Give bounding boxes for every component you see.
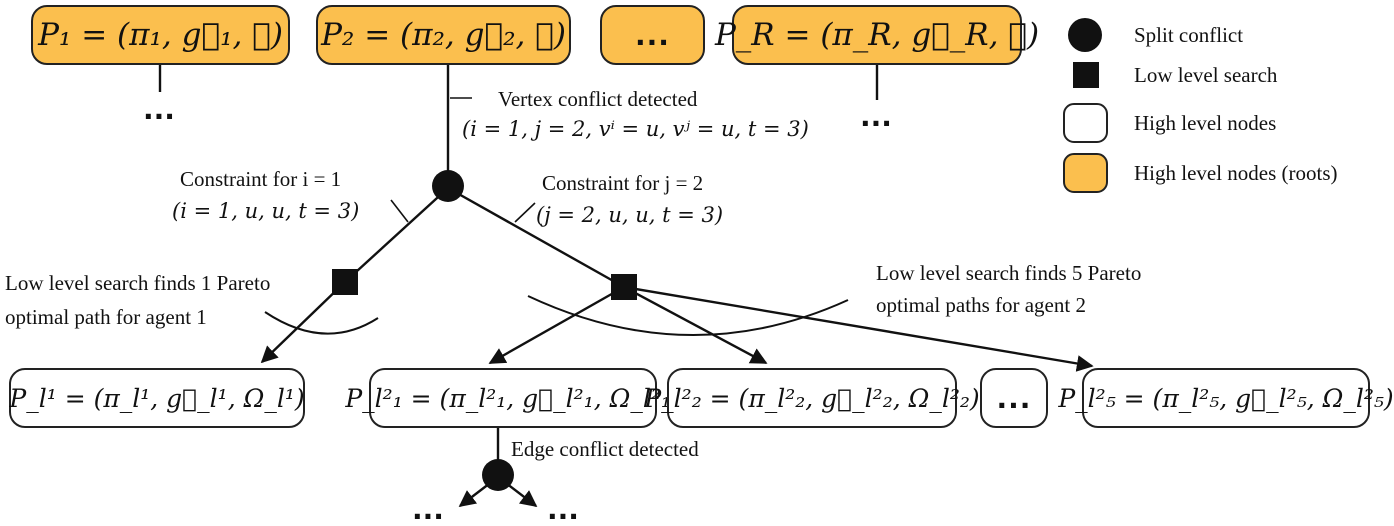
- root-node-pr: P_R = (π_R, g⃗_R, ∅): [715, 5, 1039, 65]
- legend-low-level-search-icon: [1073, 62, 1099, 88]
- ellipsis-under-pr: ...: [860, 100, 892, 133]
- arc-low-level-1: [264, 311, 379, 335]
- root-node-p1: P₁ = (π₁, g⃗₁, ∅): [31, 5, 290, 65]
- edge-ll2-child-l21: [488, 285, 625, 365]
- root-node-pr-label: P_R = (π_R, g⃗_R, ∅): [714, 17, 1040, 53]
- legend-low-level-search-label: Low level search: [1134, 63, 1278, 87]
- legend-root-node-icon: [1063, 153, 1108, 193]
- edge-ll2-child-l22: [623, 285, 768, 365]
- tick-constraint-j: [514, 202, 536, 223]
- child-node-l25-label: P_l²₅ = (π_l²₅, g⃗_l²₅, Ω_l²₅): [1058, 383, 1394, 413]
- root-node-p2-label: P₂ = (π₂, g⃗₂, ∅): [321, 17, 566, 53]
- ellipsis-under-p1: ...: [143, 93, 175, 126]
- diagram-edges: [158, 63, 1094, 508]
- child-node-l1: P_l¹ = (π_l¹, g⃗_l¹, Ω_l¹): [9, 368, 305, 428]
- constraint-j-title: Constraint for j = 2: [542, 171, 704, 195]
- root-node-p2: P₂ = (π₂, g⃗₂, ∅): [316, 5, 571, 65]
- edge-conflict-marker: [482, 459, 514, 491]
- child-node-l22-label: P_l²₂ = (π_l²₂, g⃗_l²₂, Ω_l²₂): [644, 383, 980, 413]
- arc-low-level-2: [527, 295, 849, 337]
- constraint-j-detail: (j = 2, u, u, t = 3): [536, 203, 724, 227]
- legend-root-node-label: High level nodes (roots): [1134, 161, 1338, 185]
- legend-split-conflict-icon: [1068, 18, 1102, 52]
- split-conflict-marker: [432, 170, 464, 202]
- child-node-l22: P_l²₂ = (π_l²₂, g⃗_l²₂, Ω_l²₂): [644, 368, 980, 428]
- child-node-ellipsis-label: ...: [996, 381, 1032, 415]
- ellipsis-bottom-left: ...: [412, 493, 444, 526]
- constraint-i-detail: (i = 1, u, u, t = 3): [172, 199, 360, 223]
- vertex-conflict-title: Vertex conflict detected: [498, 87, 698, 111]
- child-node-l21-label: P_l²₁ = (π_l²₁, g⃗_l²₁, Ω_l²₁): [345, 383, 681, 413]
- child-node-ellipsis: ...: [980, 368, 1048, 428]
- low-level-search-marker-1: [332, 269, 358, 295]
- root-node-ellipsis-label: ...: [635, 18, 670, 52]
- legend-high-level-node-icon: [1063, 103, 1108, 143]
- legend-high-level-node-label: High level nodes: [1134, 111, 1277, 135]
- edge-split-ll1: [344, 187, 449, 283]
- child-node-l1-label: P_l¹ = (π_l¹, g⃗_l¹, Ω_l¹): [9, 383, 305, 413]
- edge-ll1-child-l1: [260, 281, 346, 364]
- child-node-l21: P_l²₁ = (π_l²₁, g⃗_l²₁, Ω_l²₁): [345, 368, 681, 428]
- low-level-2-line1: Low level search finds 5 Pareto: [876, 261, 1142, 285]
- root-node-p1-label: P₁ = (π₁, g⃗₁, ∅): [38, 17, 283, 53]
- root-node-ellipsis: ...: [600, 5, 705, 65]
- vertex-conflict-detail: (i = 1, j = 2, vⁱ = u, vʲ = u, t = 3): [462, 117, 809, 141]
- child-node-l25: P_l²₅ = (π_l²₅, g⃗_l²₅, Ω_l²₅): [1058, 368, 1394, 428]
- edge-ll2-child-l25: [623, 285, 1094, 372]
- low-level-2-line2: optimal paths for agent 2: [876, 293, 1086, 317]
- ellipsis-bottom-right: ...: [547, 493, 579, 526]
- edge-split-ll2: [447, 186, 625, 289]
- cbs-tree-diagram: P₁ = (π₁, g⃗₁, ∅) P₂ = (π₂, g⃗₂, ∅) ... …: [5, 5, 1394, 524]
- constraint-i-title: Constraint for i = 1: [180, 167, 342, 191]
- low-level-search-marker-2: [611, 274, 637, 300]
- low-level-1-line1: Low level search finds 1 Pareto: [5, 271, 271, 295]
- edge-conflict-label: Edge conflict detected: [511, 437, 699, 461]
- low-level-1-line2: optimal path for agent 1: [5, 305, 207, 329]
- legend-split-conflict-label: Split conflict: [1134, 23, 1244, 47]
- tick-constraint-i: [390, 199, 409, 223]
